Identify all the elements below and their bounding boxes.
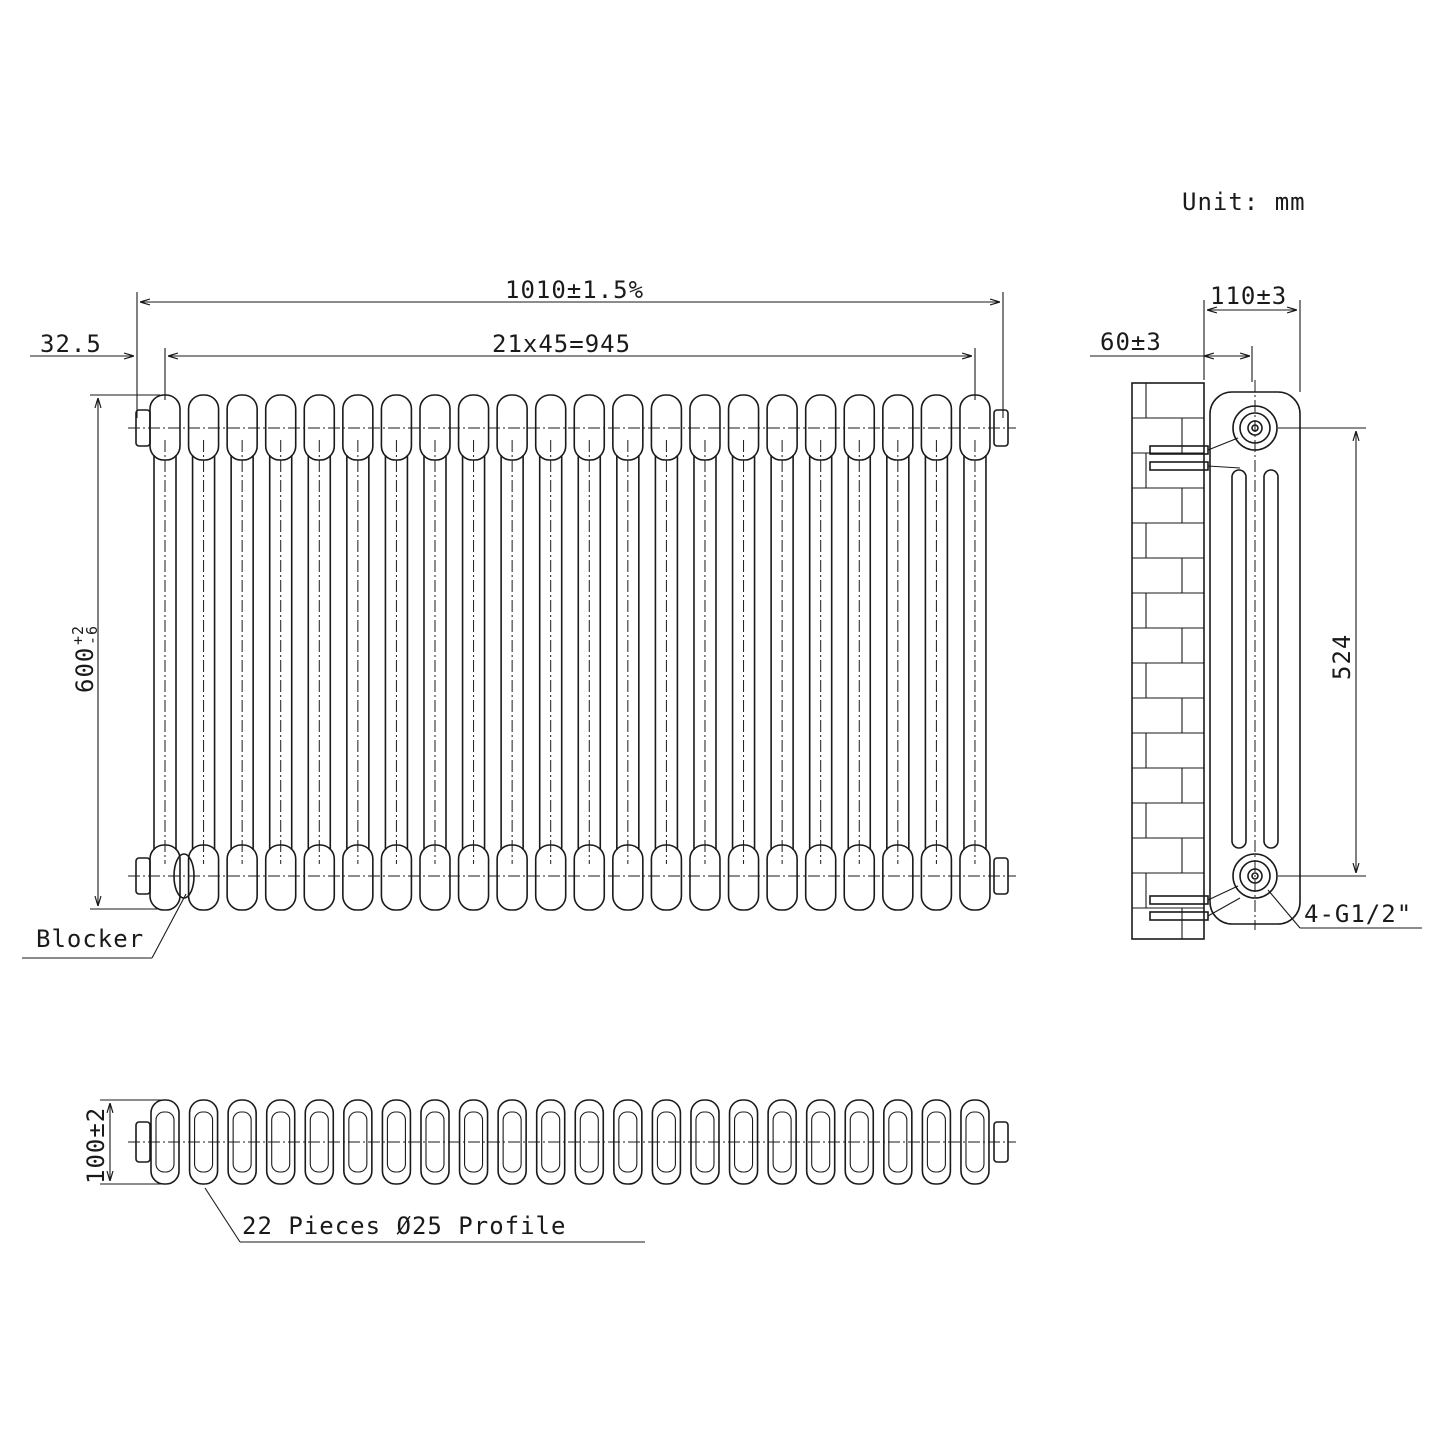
radiator-column xyxy=(804,394,837,911)
radiator-column xyxy=(727,394,760,911)
profile-callout: 22 Pieces Ø25 Profile xyxy=(204,1187,645,1243)
radiator-column xyxy=(187,394,220,911)
blocker-callout: Blocker xyxy=(22,853,195,959)
side-view: 110±3 60±3 524 4-G1/2" xyxy=(1090,282,1422,940)
profile-label: 22 Pieces Ø25 Profile xyxy=(242,1212,566,1240)
height-label: 600 xyxy=(71,647,99,693)
top-depth-label: 100±2 xyxy=(82,1107,110,1184)
top-depth-dimension: 100±2 xyxy=(82,1099,165,1185)
radiator-column xyxy=(650,394,683,911)
column-pitch-dimension: 21x45=945 xyxy=(164,330,976,400)
radiator-column xyxy=(380,394,413,911)
pipe-centres-label: 524 xyxy=(1328,634,1356,680)
radiator-column xyxy=(689,394,721,911)
height-tolerance-lower: -6 xyxy=(83,625,101,645)
radiator-column xyxy=(534,394,567,911)
side-slot-right xyxy=(1263,469,1279,849)
wall-gap-dimension: 60±3 xyxy=(1090,328,1253,382)
top-columns xyxy=(150,1099,990,1185)
height-tolerance-upper: +2 xyxy=(69,625,87,645)
connections-callout: 4-G1/2" xyxy=(1267,889,1422,929)
top-connection-icon xyxy=(1232,405,1278,451)
wall-gap-label: 60±3 xyxy=(1100,328,1162,356)
radiator-column xyxy=(766,394,798,911)
radiator-column xyxy=(843,394,876,911)
connections-label: 4-G1/2" xyxy=(1304,900,1412,928)
blocker-label: Blocker xyxy=(36,925,144,953)
radiator-column xyxy=(882,394,914,911)
depth-label: 110±3 xyxy=(1210,282,1287,310)
bottom-connection-icon xyxy=(1232,853,1278,899)
front-columns xyxy=(149,394,991,911)
radiator-column xyxy=(303,394,336,911)
wall-brackets xyxy=(1149,437,1241,921)
radiator-column xyxy=(573,394,606,911)
radiator-column xyxy=(226,394,258,911)
end-offset-dimension: 32.5 xyxy=(30,330,134,358)
radiator-column xyxy=(264,394,297,911)
radiator-column xyxy=(419,394,451,911)
radiator-column xyxy=(496,394,528,911)
radiator-column xyxy=(959,394,991,911)
radiator-column xyxy=(457,394,490,911)
radiator-column xyxy=(342,394,374,911)
wall-bricks xyxy=(1132,382,1204,939)
front-end-caps xyxy=(135,409,1009,895)
radiator-column xyxy=(920,394,953,911)
column-pitch-label: 21x45=945 xyxy=(492,330,631,358)
overall-width-label: 1010±1.5% xyxy=(505,276,644,304)
top-view: 100±2 22 Pieces Ø25 Profile xyxy=(82,1099,1016,1243)
end-offset-label: 32.5 xyxy=(40,330,102,358)
side-slot-left xyxy=(1231,469,1247,849)
height-dimension: 600 +2 -6 xyxy=(69,394,160,910)
radiator-column xyxy=(612,394,644,911)
depth-dimension: 110±3 xyxy=(1203,282,1301,392)
pipe-centres-dimension: 524 xyxy=(1278,427,1366,877)
overall-width-dimension: 1010±1.5% xyxy=(136,276,1004,418)
front-view: 1010±1.5% 21x45=945 32.5 600 +2 -6 xyxy=(22,276,1016,959)
wall xyxy=(1131,382,1205,940)
unit-label: Unit: mm xyxy=(1182,188,1306,216)
radiator-column xyxy=(149,394,181,911)
